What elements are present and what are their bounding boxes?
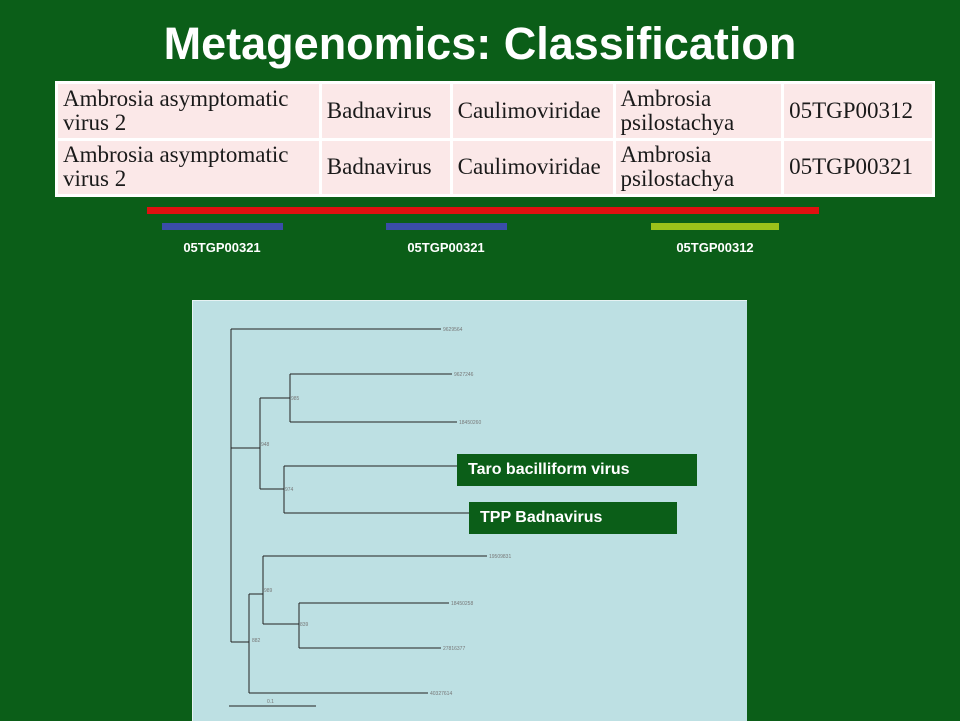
node-support-label: 989: [264, 588, 273, 594]
family-cell: Caulimoviridae: [452, 84, 613, 138]
leaf-label: 18450258: [451, 601, 473, 607]
leaf-label: 9629564: [443, 327, 463, 333]
virus-name-cell: Ambrosia asymptomatic virus 2: [58, 84, 319, 138]
segment-label: 05TGP00312: [676, 240, 754, 255]
table-row: Ambrosia asymptomatic virus 2 Badnavirus…: [58, 84, 932, 138]
genus-cell: Badnavirus: [321, 140, 450, 194]
genus-cell: Badnavirus: [321, 84, 450, 138]
family-cell: Caulimoviridae: [452, 140, 613, 194]
callout-tpp-badnavirus: TPP Badnavirus: [469, 502, 677, 534]
node-support-label: 948: [261, 442, 270, 448]
host-cell: Ambrosia psilostachya: [615, 140, 782, 194]
genome-segment-bar: [162, 223, 283, 230]
node-support-label: 974: [285, 487, 294, 493]
scale-label: 0.1: [267, 699, 274, 705]
classification-table: Ambrosia asymptomatic virus 2 Badnavirus…: [55, 81, 935, 197]
genome-segment-bar: [386, 223, 507, 230]
table-row: Ambrosia asymptomatic virus 2 Badnavirus…: [58, 140, 932, 194]
leaf-label: 27816377: [443, 646, 465, 652]
slide-title: Metagenomics: Classification: [163, 18, 797, 69]
genome-segment-bar: [651, 223, 779, 230]
node-support-label: 985: [291, 396, 300, 402]
segment-label: 05TGP00321: [407, 240, 485, 255]
genome-bar-full: [147, 207, 819, 214]
leaf-label: 9627246: [454, 372, 474, 378]
leaf-label: 18450260: [459, 420, 481, 426]
virus-name-cell: Ambrosia asymptomatic virus 2: [58, 140, 319, 194]
leaf-label: 19509831: [489, 554, 511, 560]
node-support-label: 839: [300, 622, 309, 628]
callout-taro-bacilliform-virus: Taro bacilliform virus: [457, 454, 697, 486]
leaf-label: 40327614: [430, 691, 452, 697]
host-cell: Ambrosia psilostachya: [615, 84, 782, 138]
sample-id-cell: 05TGP00312: [784, 84, 932, 138]
phylogenetic-tree: 9629564 9627246 18450260 19509831 184502…: [229, 327, 511, 707]
sample-id-cell: 05TGP00321: [784, 140, 932, 194]
node-support-label: 882: [252, 638, 261, 644]
segment-label: 05TGP00321: [183, 240, 261, 255]
